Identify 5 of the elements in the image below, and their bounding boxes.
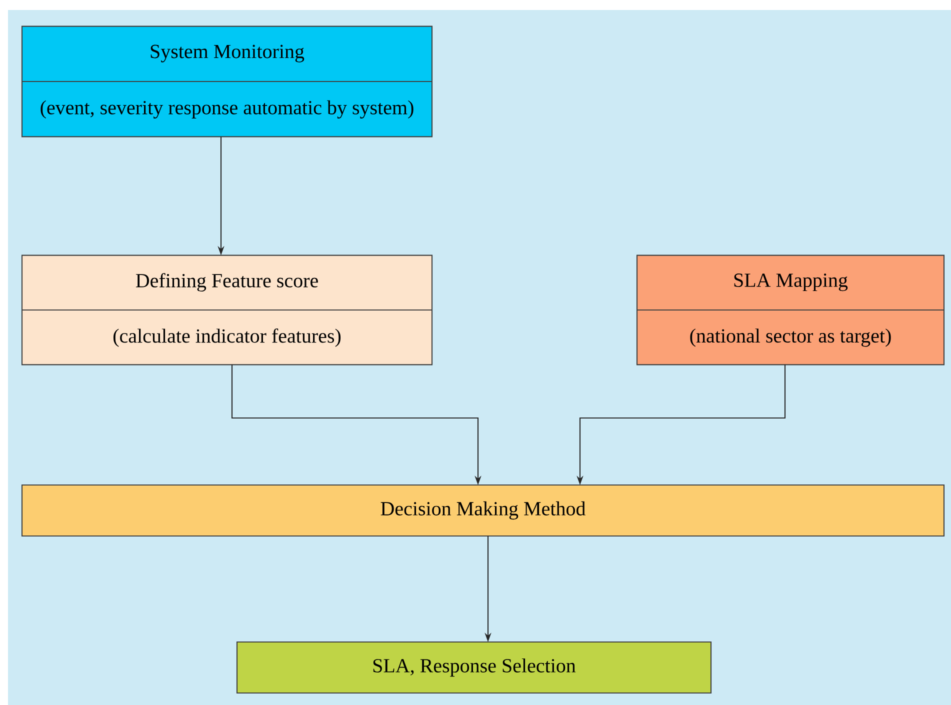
process-box: SLA Mapping (national sector as target)	[636, 254, 945, 366]
process-box: System Monitoring (event, severity response automatic by system)	[21, 26, 433, 138]
process-box: SLA, Response Selection	[236, 641, 712, 694]
process-box: Decision Making Method	[21, 484, 945, 537]
process-box: Defining Feature score (calculate indicator features)	[21, 254, 433, 366]
